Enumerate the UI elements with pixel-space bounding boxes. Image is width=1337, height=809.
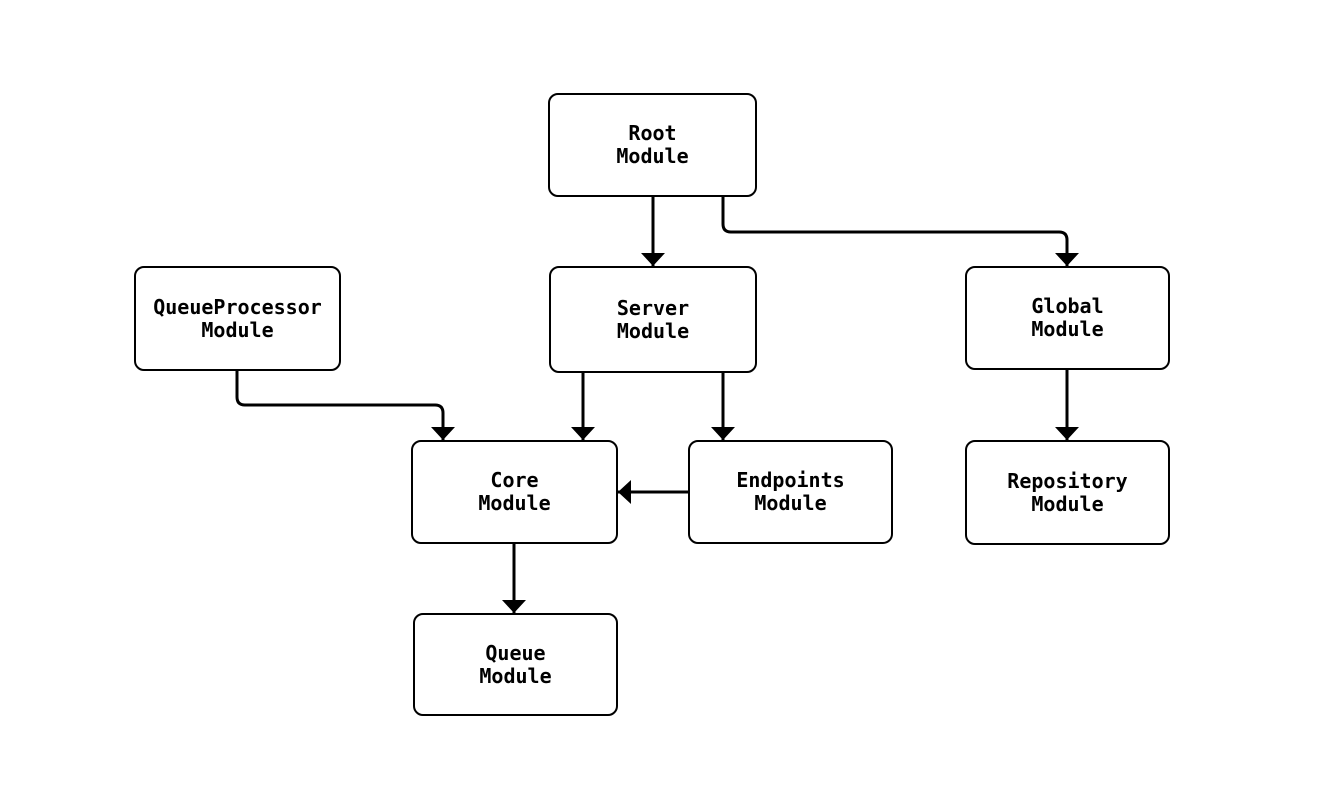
- node-label-line: Module: [616, 144, 689, 168]
- node-label-line: Module: [1031, 491, 1104, 516]
- node-label-line: Server: [616, 295, 690, 320]
- node-label-line: Module: [479, 663, 552, 688]
- node-label-line: QueueProcessor: [153, 294, 322, 319]
- node-label-line: Queue: [485, 640, 546, 665]
- edge-root-to-global: [721, 197, 1079, 266]
- node-label-line: Module: [478, 491, 551, 515]
- node-label-line: Global: [1031, 294, 1104, 318]
- node-label-line: Core: [490, 468, 539, 492]
- node-label-line: Module: [201, 317, 274, 342]
- node-label-line: Root: [628, 121, 677, 145]
- node-label-line: Repository: [1007, 468, 1128, 493]
- node-label-line: Module: [616, 318, 690, 343]
- edge-queueprocessor-to-core: [235, 371, 455, 440]
- node-label-line: Module: [1031, 317, 1104, 341]
- node-label-line: Endpoints: [736, 468, 845, 492]
- node-label-line: Module: [754, 491, 827, 515]
